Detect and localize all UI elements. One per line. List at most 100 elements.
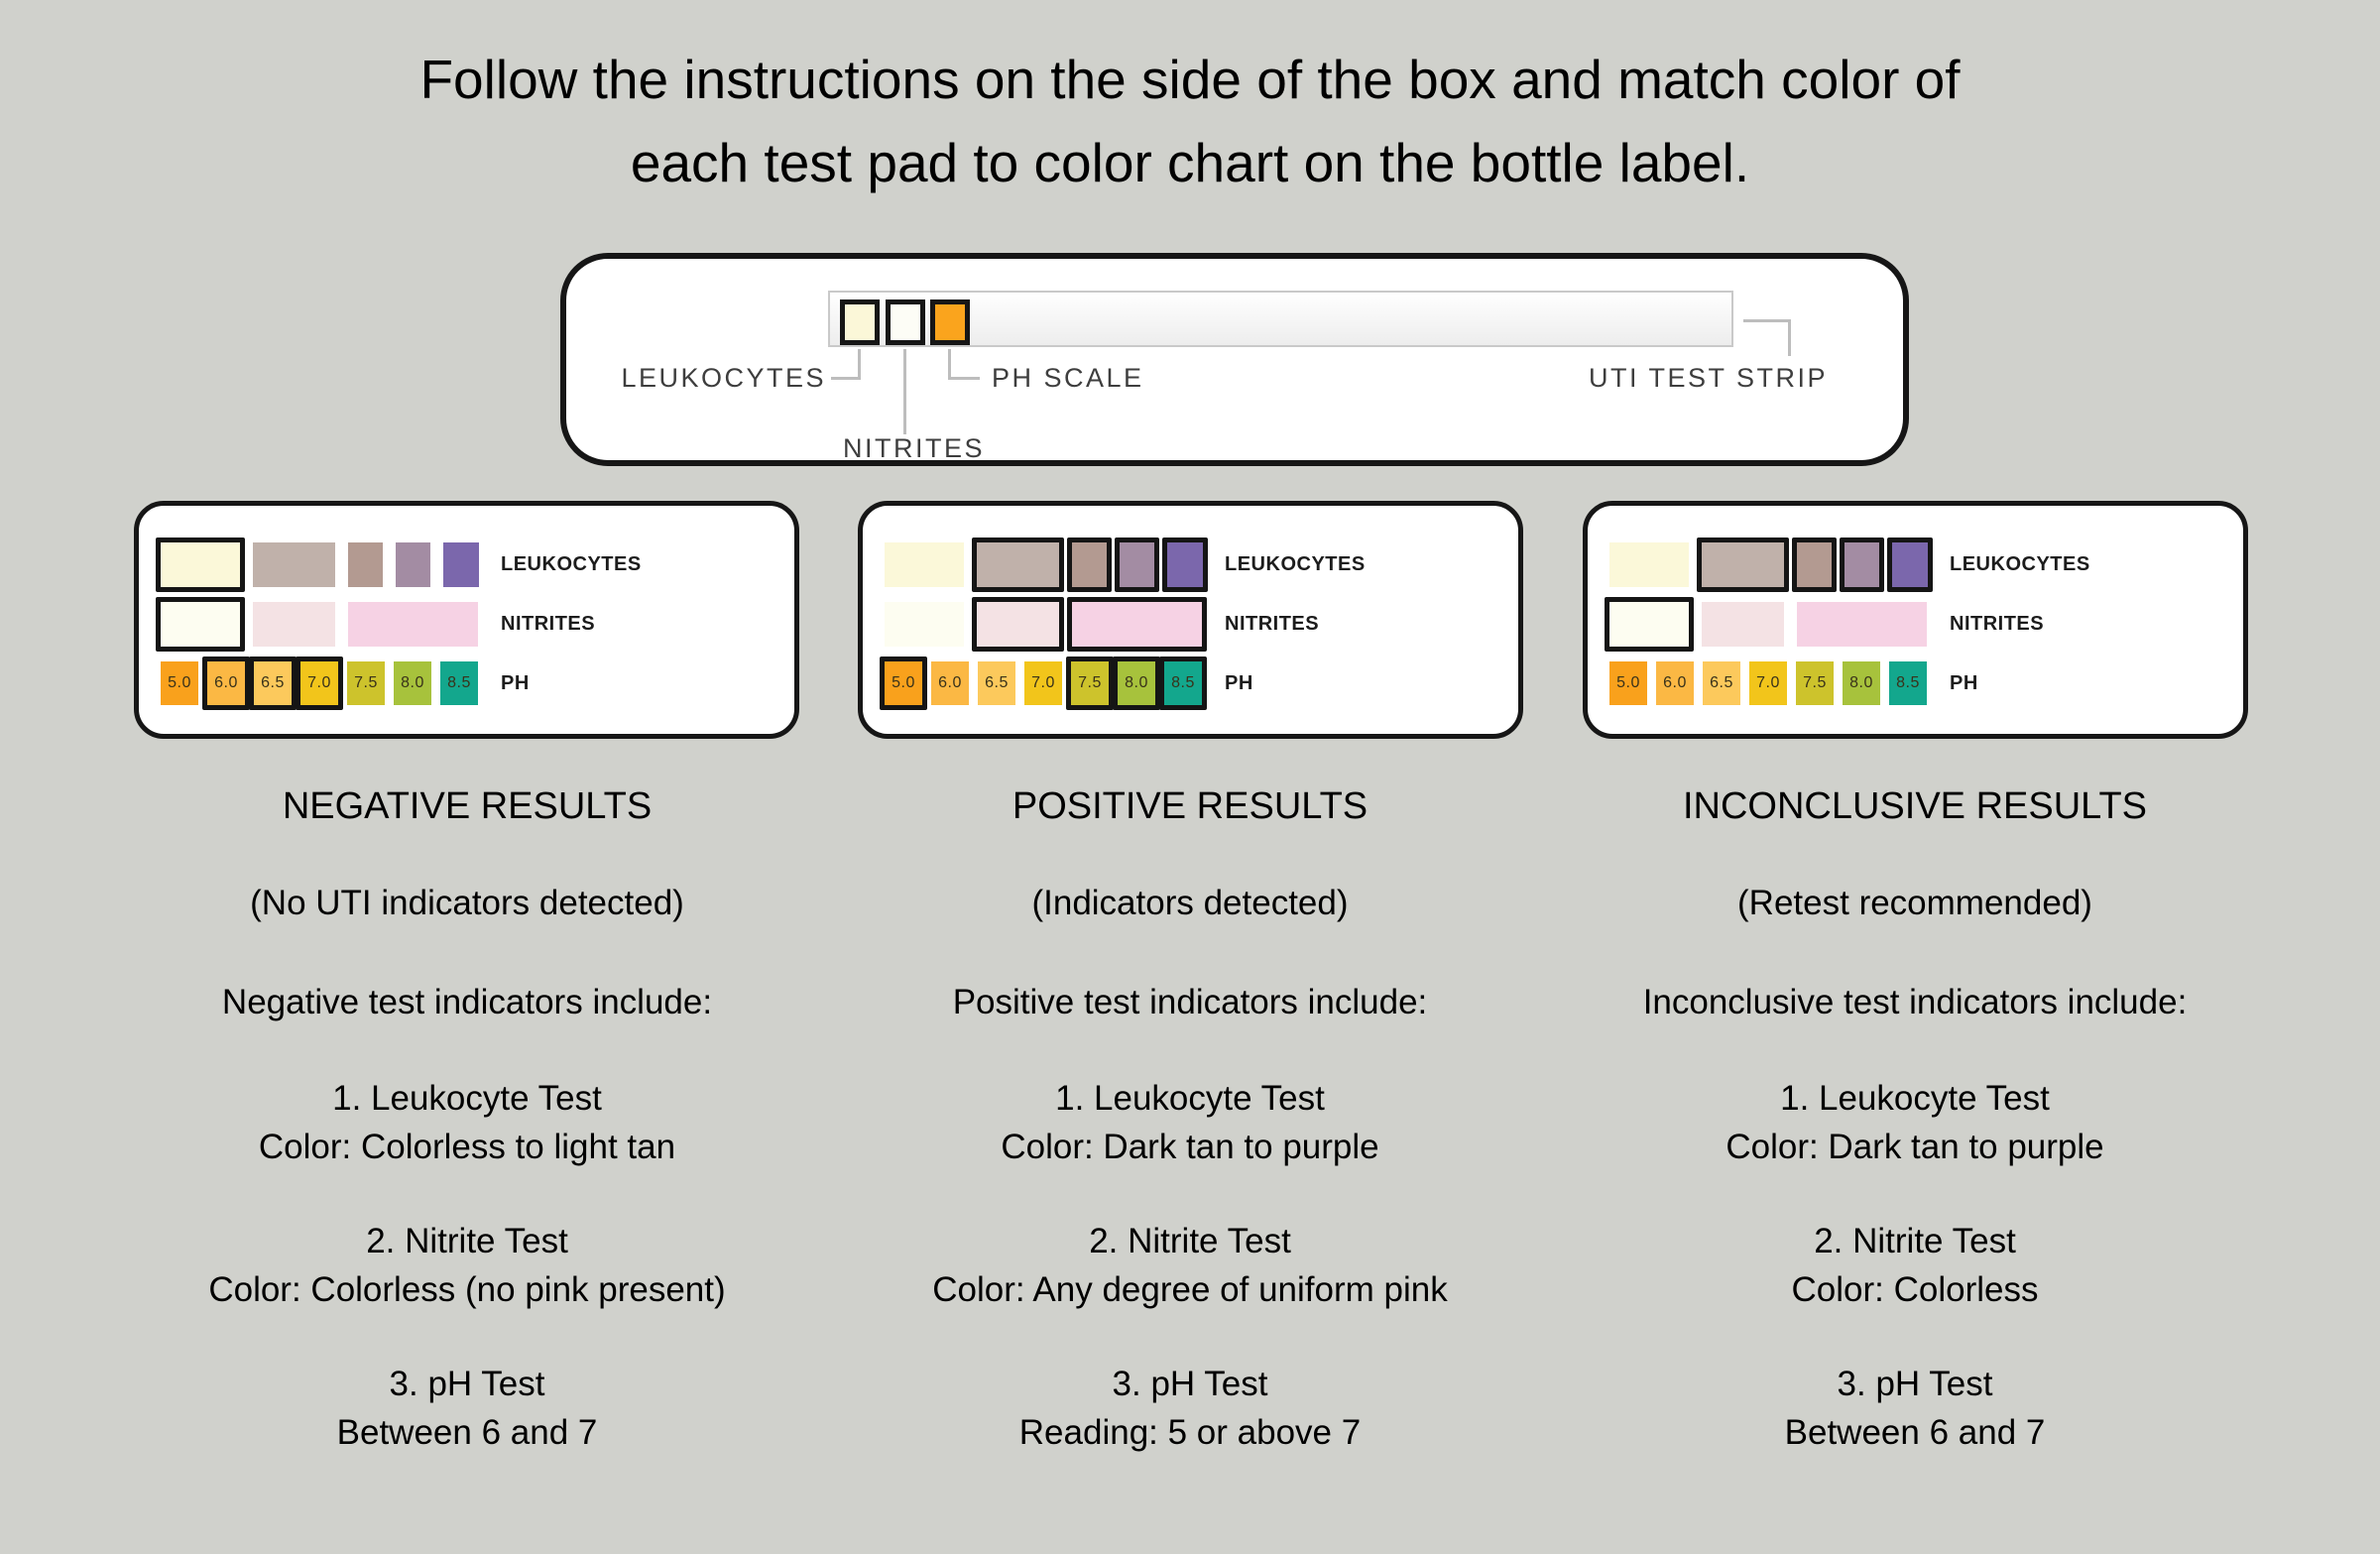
nitrites-row-label: NITRITES: [1225, 613, 1320, 635]
nitrites-connector-line: [903, 349, 906, 434]
ph-swatch-2: 6.0: [931, 661, 969, 705]
leukocytes-connector-line: [831, 377, 859, 380]
uti-strip-connector-line: [1788, 319, 1791, 356]
ph-value-label: 6.5: [261, 674, 285, 691]
uti-strip-connector-line: [1743, 319, 1791, 322]
ph-swatch-4: 7.0: [296, 657, 343, 710]
ph-swatch-2: 6.0: [202, 657, 250, 710]
nitrites-row-label: NITRITES: [1950, 613, 2045, 635]
results-intro: Positive test indicators include:: [952, 983, 1428, 1021]
nitrites-swatch-2: [972, 597, 1064, 652]
nitrites-swatch-1: [1605, 597, 1694, 652]
ph-swatch-6: 8.0: [1113, 657, 1160, 710]
indicator-item: 1. Leukocyte Test Color: Dark tan to pur…: [1001, 1079, 1379, 1166]
leukocytes-swatch-row: [1609, 538, 1933, 592]
ph-swatch-5: 7.5: [1066, 657, 1114, 710]
ph-swatch-7: 8.5: [440, 661, 478, 705]
ph-swatch-3: 6.5: [978, 661, 1015, 705]
ph-swatch-row: 5.0 6.0 6.5 7.0 7.5 8.0 8.5: [161, 657, 478, 710]
ph-swatch-row: 5.0 6.0 6.5 7.0 7.5 8.0 8.5: [880, 657, 1207, 710]
ph-value-label: 6.0: [938, 674, 962, 691]
ph-swatch-4: 7.0: [1749, 661, 1787, 705]
ph-scale-connector-line: [948, 377, 980, 380]
results-intro: Negative test indicators include:: [221, 983, 713, 1021]
ph-value-label: 7.0: [1756, 674, 1780, 691]
inconclusive-results-text: INCONCLUSIVE RESULTS (Retest recommended…: [1548, 785, 2282, 1502]
indicator-item: 2. Nitrite Test Color: Colorless (no pin…: [208, 1222, 726, 1309]
indicator-item: 1. Leukocyte Test Color: Colorless to li…: [258, 1079, 676, 1166]
nitrites-swatch-1: [156, 597, 245, 652]
ph-value-label: 6.0: [1663, 674, 1687, 691]
nitrites-swatch-row: [1605, 597, 1927, 652]
leukocytes-swatch-1: [156, 538, 245, 592]
ph-swatch-1: 5.0: [1609, 661, 1647, 705]
leukocytes-swatch-2: [253, 542, 335, 587]
leukocytes-swatch-5: [443, 542, 479, 587]
ph-value-label: 6.5: [985, 674, 1009, 691]
ph-value-label: 6.0: [214, 674, 238, 691]
page-title-line1: Follow the instructions on the side of t…: [419, 49, 1961, 110]
ph-value-label: 7.5: [354, 674, 378, 691]
ph-value-label: 5.0: [892, 674, 915, 691]
leukocytes-swatch-1: [885, 542, 964, 587]
nitrites-swatch-3: [1797, 602, 1927, 647]
leukocytes-swatch-5: [1887, 538, 1933, 592]
leukocytes-swatch-2: [1697, 538, 1789, 592]
leukocytes-swatch-4: [396, 542, 430, 587]
nitrites-label: NITRITES: [843, 433, 986, 463]
ph-swatch-4: 7.0: [1024, 661, 1062, 705]
leukocytes-swatch-1: [1609, 542, 1689, 587]
indicator-item: 3. pH Test Between 6 and 7: [336, 1365, 598, 1452]
ph-value-label: 7.5: [1078, 674, 1102, 691]
leukocytes-swatch-2: [972, 538, 1064, 592]
leukocytes-row-label: LEUKOCYTES: [501, 553, 642, 575]
indicator-item: 3. pH Test Between 6 and 7: [1784, 1365, 2046, 1452]
ph-row-label: PH: [1950, 672, 1978, 694]
negative-results-text: NEGATIVE RESULTS (No UTI indicators dete…: [100, 785, 834, 1502]
nitrites-row-label: NITRITES: [501, 613, 596, 635]
ph-swatch-3: 6.5: [1703, 661, 1740, 705]
ph-value-label: 8.0: [1849, 674, 1873, 691]
ph-value-label: 8.5: [447, 674, 471, 691]
ph-swatch-5: 7.5: [1796, 661, 1834, 705]
leukocytes-row-label: LEUKOCYTES: [1950, 553, 2090, 575]
ph-swatch-3: 6.5: [249, 657, 297, 710]
ph-swatch-6: 8.0: [394, 661, 431, 705]
ph-scale-connector-line: [948, 349, 951, 380]
ph-row-label: PH: [1225, 672, 1253, 694]
page-title-line2: each test pad to color chart on the bott…: [630, 132, 1750, 193]
results-heading: POSITIVE RESULTS: [1012, 785, 1368, 827]
positive-results-text: POSITIVE RESULTS (Indicators detected) P…: [823, 785, 1557, 1502]
leukocytes-row-label: LEUKOCYTES: [1225, 553, 1366, 575]
test-strip-panel: [560, 253, 1909, 466]
results-intro: Inconclusive test indicators include:: [1642, 983, 2188, 1021]
ph-value-label: 5.0: [1616, 674, 1640, 691]
nitrites-swatch-2: [253, 602, 335, 647]
indicator-item: 2. Nitrite Test Color: Colorless: [1791, 1222, 2039, 1309]
ph-value-label: 8.5: [1171, 674, 1195, 691]
nitrites-pad: [886, 299, 925, 345]
leukocytes-swatch-4: [1115, 538, 1159, 592]
results-subheading: (Indicators detected): [1031, 884, 1349, 922]
ph-swatch-1: 5.0: [161, 661, 198, 705]
ph-swatch-5: 7.5: [347, 661, 385, 705]
ph-value-label: 7.0: [307, 674, 331, 691]
ph-value-label: 8.0: [401, 674, 424, 691]
negative-results-card: LEUKOCYTES NITRITES 5.0 6.0 6.5 7.0 7.5 8.0 8.…: [134, 501, 799, 739]
leukocytes-swatch-row: [156, 538, 479, 592]
results-subheading: (Retest recommended): [1737, 884, 2092, 922]
leukocytes-swatch-3: [1792, 538, 1837, 592]
uti-test-strip-graphic: [828, 291, 1733, 347]
nitrites-swatch-2: [1702, 602, 1784, 647]
ph-pad: [930, 299, 970, 345]
leukocytes-connector-line: [858, 349, 861, 380]
ph-value-label: 6.5: [1710, 674, 1733, 691]
results-heading: INCONCLUSIVE RESULTS: [1682, 785, 2148, 827]
nitrites-swatch-1: [885, 602, 964, 647]
uti-test-strip-label: UTI TEST STRIP: [1589, 363, 1829, 393]
indicator-item: 2. Nitrite Test Color: Any degree of uni…: [932, 1222, 1448, 1309]
nitrites-swatch-3: [348, 602, 478, 647]
